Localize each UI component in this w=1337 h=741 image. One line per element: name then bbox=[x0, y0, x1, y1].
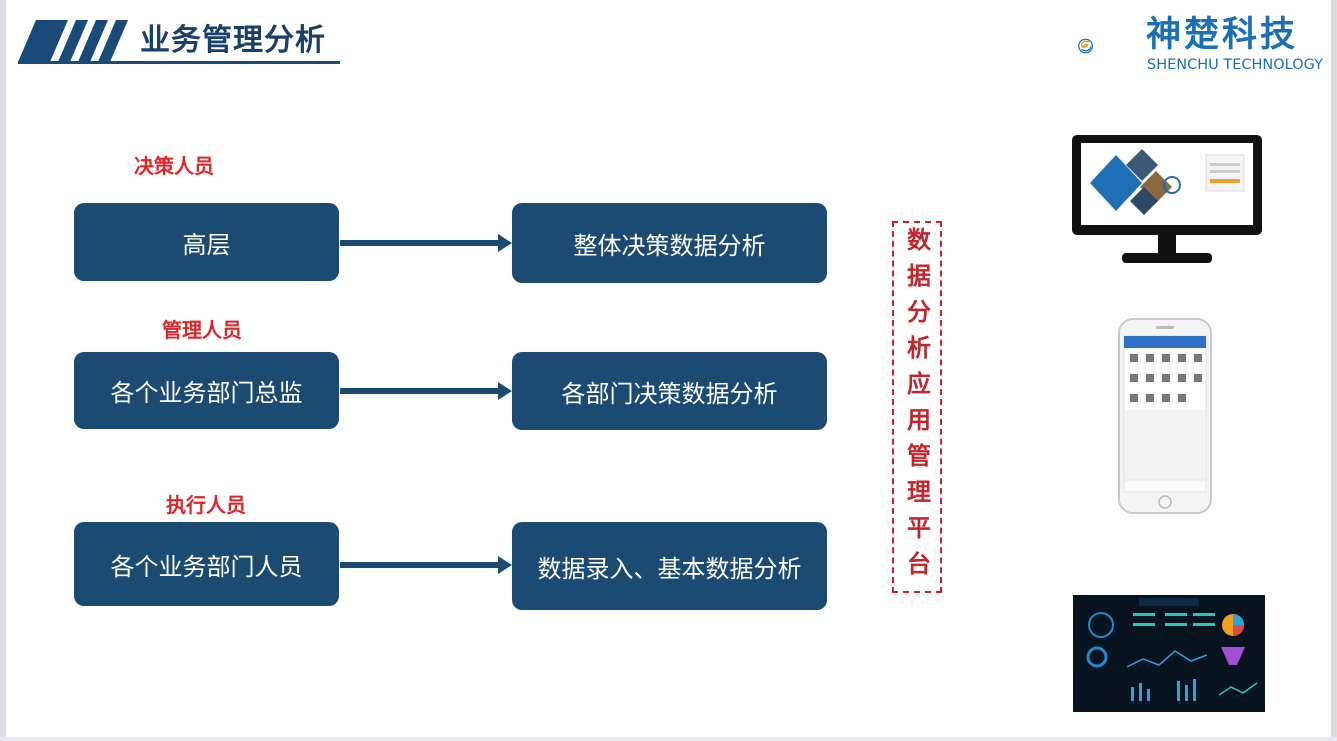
source-box-executive: 高层 bbox=[74, 203, 339, 281]
target-box-data-entry: 数据录入、基本数据分析 bbox=[512, 522, 827, 610]
arrow-right-icon bbox=[340, 382, 512, 400]
data-dashboard-icon bbox=[1073, 595, 1265, 712]
slide-frame-right bbox=[1331, 0, 1337, 741]
target-box-overall-analysis: 整体决策数据分析 bbox=[512, 203, 827, 283]
role-label-decision: 决策人员 bbox=[134, 154, 214, 178]
source-box-staff: 各个业务部门人员 bbox=[74, 522, 339, 606]
slide-frame-bottom bbox=[0, 737, 1337, 741]
arrow-right-icon bbox=[340, 556, 512, 574]
platform-frame: 数据分析应用管理平台 bbox=[892, 221, 942, 593]
logo-name-cn: 神楚科技 bbox=[1146, 15, 1299, 55]
role-label-execution: 执行人员 bbox=[166, 493, 246, 517]
role-label-management: 管理人员 bbox=[162, 318, 242, 342]
logo-mark-icon bbox=[1078, 38, 1093, 54]
title-underline bbox=[18, 61, 340, 64]
desktop-monitor-icon bbox=[1072, 135, 1262, 263]
page-title: 业务管理分析 bbox=[140, 23, 326, 58]
mobile-phone-icon bbox=[1118, 318, 1212, 514]
arrow-right-icon bbox=[340, 234, 512, 252]
title-stripes-icon bbox=[18, 20, 128, 62]
target-box-department-analysis: 各部门决策数据分析 bbox=[512, 352, 827, 430]
slide-frame-left bbox=[0, 0, 6, 741]
source-box-directors: 各个业务部门总监 bbox=[74, 352, 339, 429]
logo-name-en: SHENCHU TECHNOLOGY bbox=[1147, 57, 1324, 73]
platform-label: 数据分析应用管理平台 bbox=[902, 227, 931, 587]
